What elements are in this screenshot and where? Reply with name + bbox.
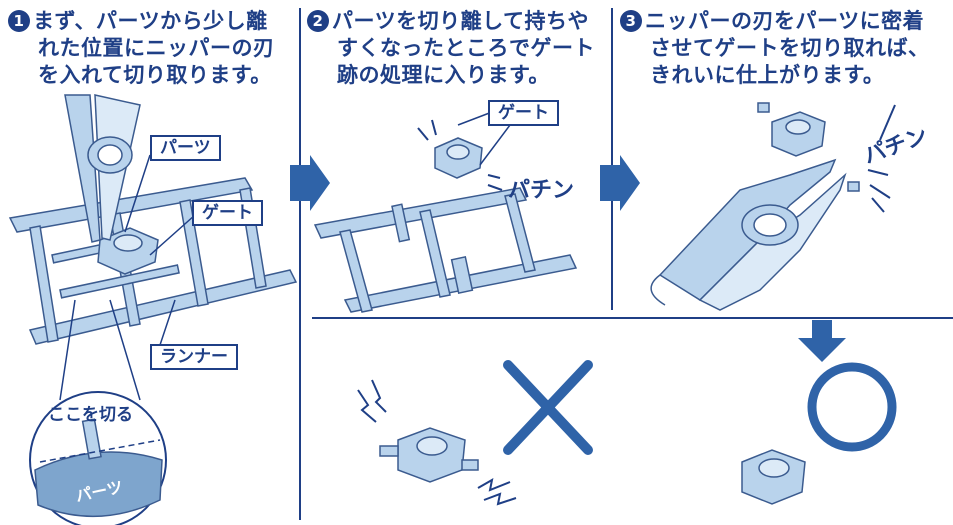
step-1-line-3: を入れて切り取ります。 xyxy=(38,63,272,87)
part-1 xyxy=(97,227,159,275)
part-2 xyxy=(434,137,483,179)
spark-icon xyxy=(357,379,517,506)
step-number: 2 xyxy=(307,10,329,32)
step-3-line-1: ニッパーの刃をパーツに密着 xyxy=(645,9,925,33)
part-3 xyxy=(757,102,860,192)
step-number: 3 xyxy=(620,10,642,32)
step-1-line-2: れた位置にニッパーの刃 xyxy=(38,36,275,60)
cross-mark xyxy=(503,360,593,455)
arrow-right-icon xyxy=(600,155,640,211)
label-gate-2: ゲート xyxy=(488,100,559,126)
step-2-line-3: 跡の処理に入ります。 xyxy=(337,63,550,87)
snap-sound-2: パチン xyxy=(508,178,575,203)
nipper-3 xyxy=(650,158,847,311)
spark-icon xyxy=(867,104,896,213)
runner-frame-2 xyxy=(313,187,578,313)
arrow-down-icon xyxy=(798,320,846,362)
step-number: 1 xyxy=(8,10,30,32)
step-3-line-2: させてゲートを切り取れば、 xyxy=(650,36,930,60)
label-parts: パーツ xyxy=(150,135,221,161)
cut-here-label: ここを切る xyxy=(48,405,133,425)
step-2-line-1: パーツを切り離して持ちや xyxy=(332,9,589,33)
bad-part xyxy=(379,427,479,483)
label-runner: ランナー xyxy=(150,344,238,370)
arrow-right-icon xyxy=(290,155,330,211)
step-1-line-1: まず、パーツから少し離 xyxy=(33,9,268,33)
label-gate: ゲート xyxy=(192,200,263,226)
step-2-line-2: すくなったところでゲート xyxy=(337,36,595,60)
spark-icon xyxy=(417,119,503,191)
good-part xyxy=(741,449,806,505)
step-3-line-3: きれいに仕上がります。 xyxy=(650,63,885,87)
circle-mark xyxy=(807,362,897,452)
nipper-1 xyxy=(64,94,141,243)
